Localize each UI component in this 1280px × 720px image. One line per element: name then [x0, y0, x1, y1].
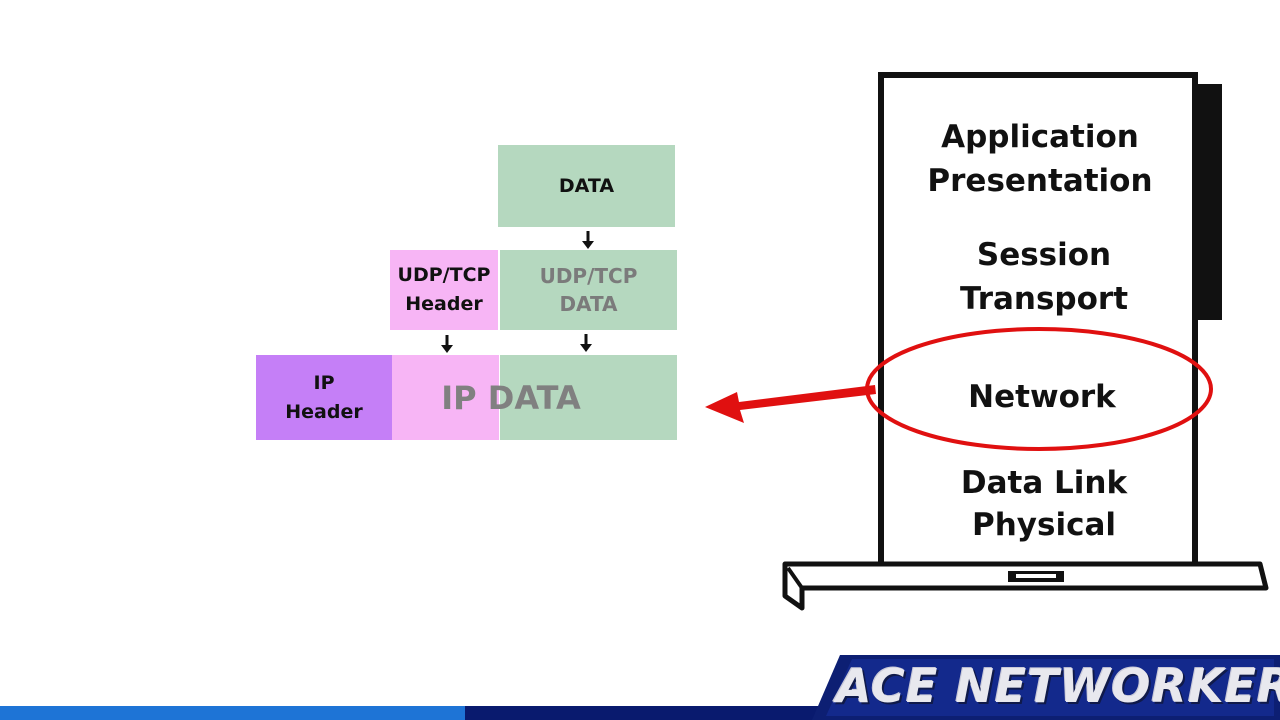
arrow-down-icon — [580, 334, 592, 352]
network-highlight-ellipse — [865, 327, 1213, 451]
osi-layer-presentation: Presentation — [927, 163, 1153, 199]
ip-data-label: IP DATA — [441, 378, 581, 417]
logo-background — [812, 655, 1280, 720]
osi-layer-session: Session — [976, 237, 1112, 273]
arrow-down-icon — [582, 231, 594, 249]
osi-layer-data-link: Data Link — [960, 465, 1128, 501]
data-box-label: DATA — [558, 174, 615, 197]
red-pointer-arrow — [705, 385, 876, 423]
osi-layer-network: Network — [968, 379, 1116, 415]
osi-layer-application: Application — [941, 119, 1139, 155]
arrow-down-icon — [441, 335, 453, 353]
transport-header-label: UDP/TCP Header — [397, 264, 491, 315]
data-box: DATA — [498, 145, 675, 227]
osi-layer-transport: Transport — [959, 281, 1129, 317]
osi-device-outline — [782, 72, 1269, 611]
ip-data-green-segment — [500, 355, 677, 440]
osi-layer-physical: Physical — [972, 507, 1116, 543]
ip-data-pink-segment — [392, 355, 499, 440]
ip-header-label: IP Header — [285, 371, 363, 423]
ace-networker-logo: ACE NETWORKER — [836, 659, 1280, 713]
ip-header-box: IP Header — [256, 355, 392, 440]
transport-data-box: UDP/TCP DATA — [500, 250, 677, 330]
transport-data-label: UDP/TCP DATA — [539, 264, 638, 316]
footer-bar-blue — [0, 706, 465, 720]
transport-header-box: UDP/TCP Header — [390, 250, 498, 330]
